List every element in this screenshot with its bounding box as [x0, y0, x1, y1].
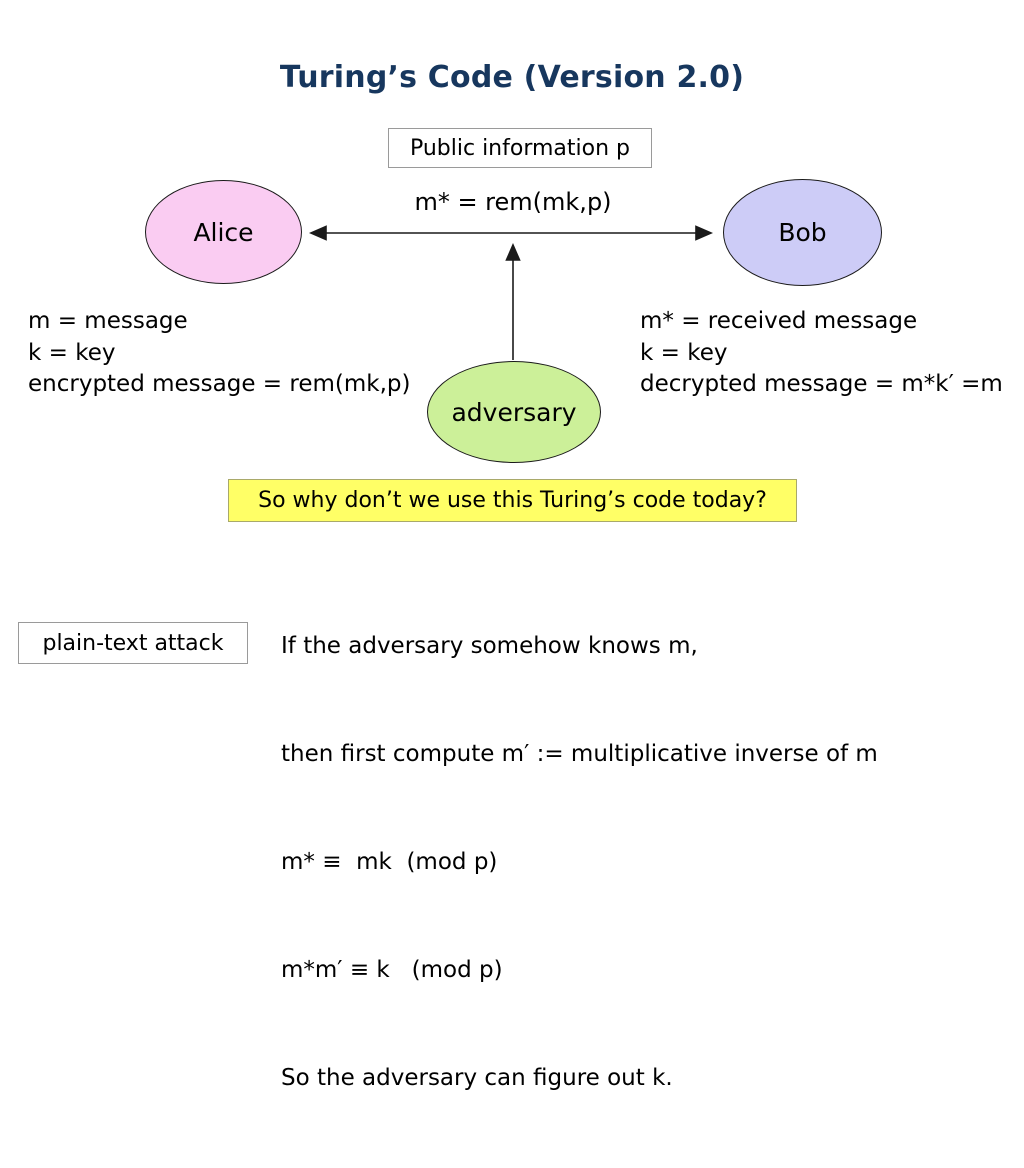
channel-message-label: m* = rem(mk,p) — [414, 188, 612, 216]
attack-line: then first compute m′ := multiplicative … — [281, 741, 878, 767]
attack-line: So the adversary can figure out k. — [281, 1065, 673, 1091]
arrowhead-up-icon — [505, 242, 521, 261]
question-banner: So why don’t we use this Turing’s code t… — [228, 479, 797, 522]
public-information-label: Public information p — [409, 135, 631, 161]
adversary-label: adversary — [451, 397, 577, 427]
alice-notes: m = message k = key encrypted message = … — [28, 306, 410, 401]
attack-line: m* ≡ mk (mod p) — [281, 849, 498, 875]
alice-note-line: m = message — [28, 308, 188, 334]
attack-line: m*m′ ≡ k (mod p) — [281, 957, 503, 983]
bob-note-line: decrypted message = m*k′ =m — [640, 371, 1003, 397]
slide: Turing’s Code (Version 2.0) Public infor… — [18, 60, 1003, 1091]
bob-note-line: k = key — [640, 339, 728, 366]
bob-note-line: m* = received message — [640, 308, 918, 334]
bob-label: Bob — [778, 218, 827, 247]
question-banner-text: So why don’t we use this Turing’s code t… — [258, 488, 767, 513]
bob-notes: m* = received message k = key decrypted … — [640, 306, 1003, 401]
alice-note-line: encrypted message = rem(mk,p) — [28, 371, 411, 397]
alice-note-line: k = key — [28, 339, 116, 366]
attack-explanation: If the adversary somehow knows m, then f… — [281, 556, 878, 1168]
adversary-ellipse: adversary — [427, 361, 601, 463]
bob-ellipse: Bob — [723, 179, 882, 286]
arrowhead-right-icon — [695, 225, 714, 241]
alice-label: Alice — [193, 217, 254, 247]
arrowhead-left-icon — [308, 225, 327, 241]
alice-ellipse: Alice — [145, 180, 302, 284]
public-information-box: Public information p — [388, 128, 652, 168]
plain-text-attack-label: plain-text attack — [42, 630, 224, 656]
attack-line: If the adversary somehow knows m, — [281, 633, 698, 659]
slide-title: Turing’s Code (Version 2.0) — [279, 60, 745, 95]
plain-text-attack-box: plain-text attack — [18, 622, 248, 664]
